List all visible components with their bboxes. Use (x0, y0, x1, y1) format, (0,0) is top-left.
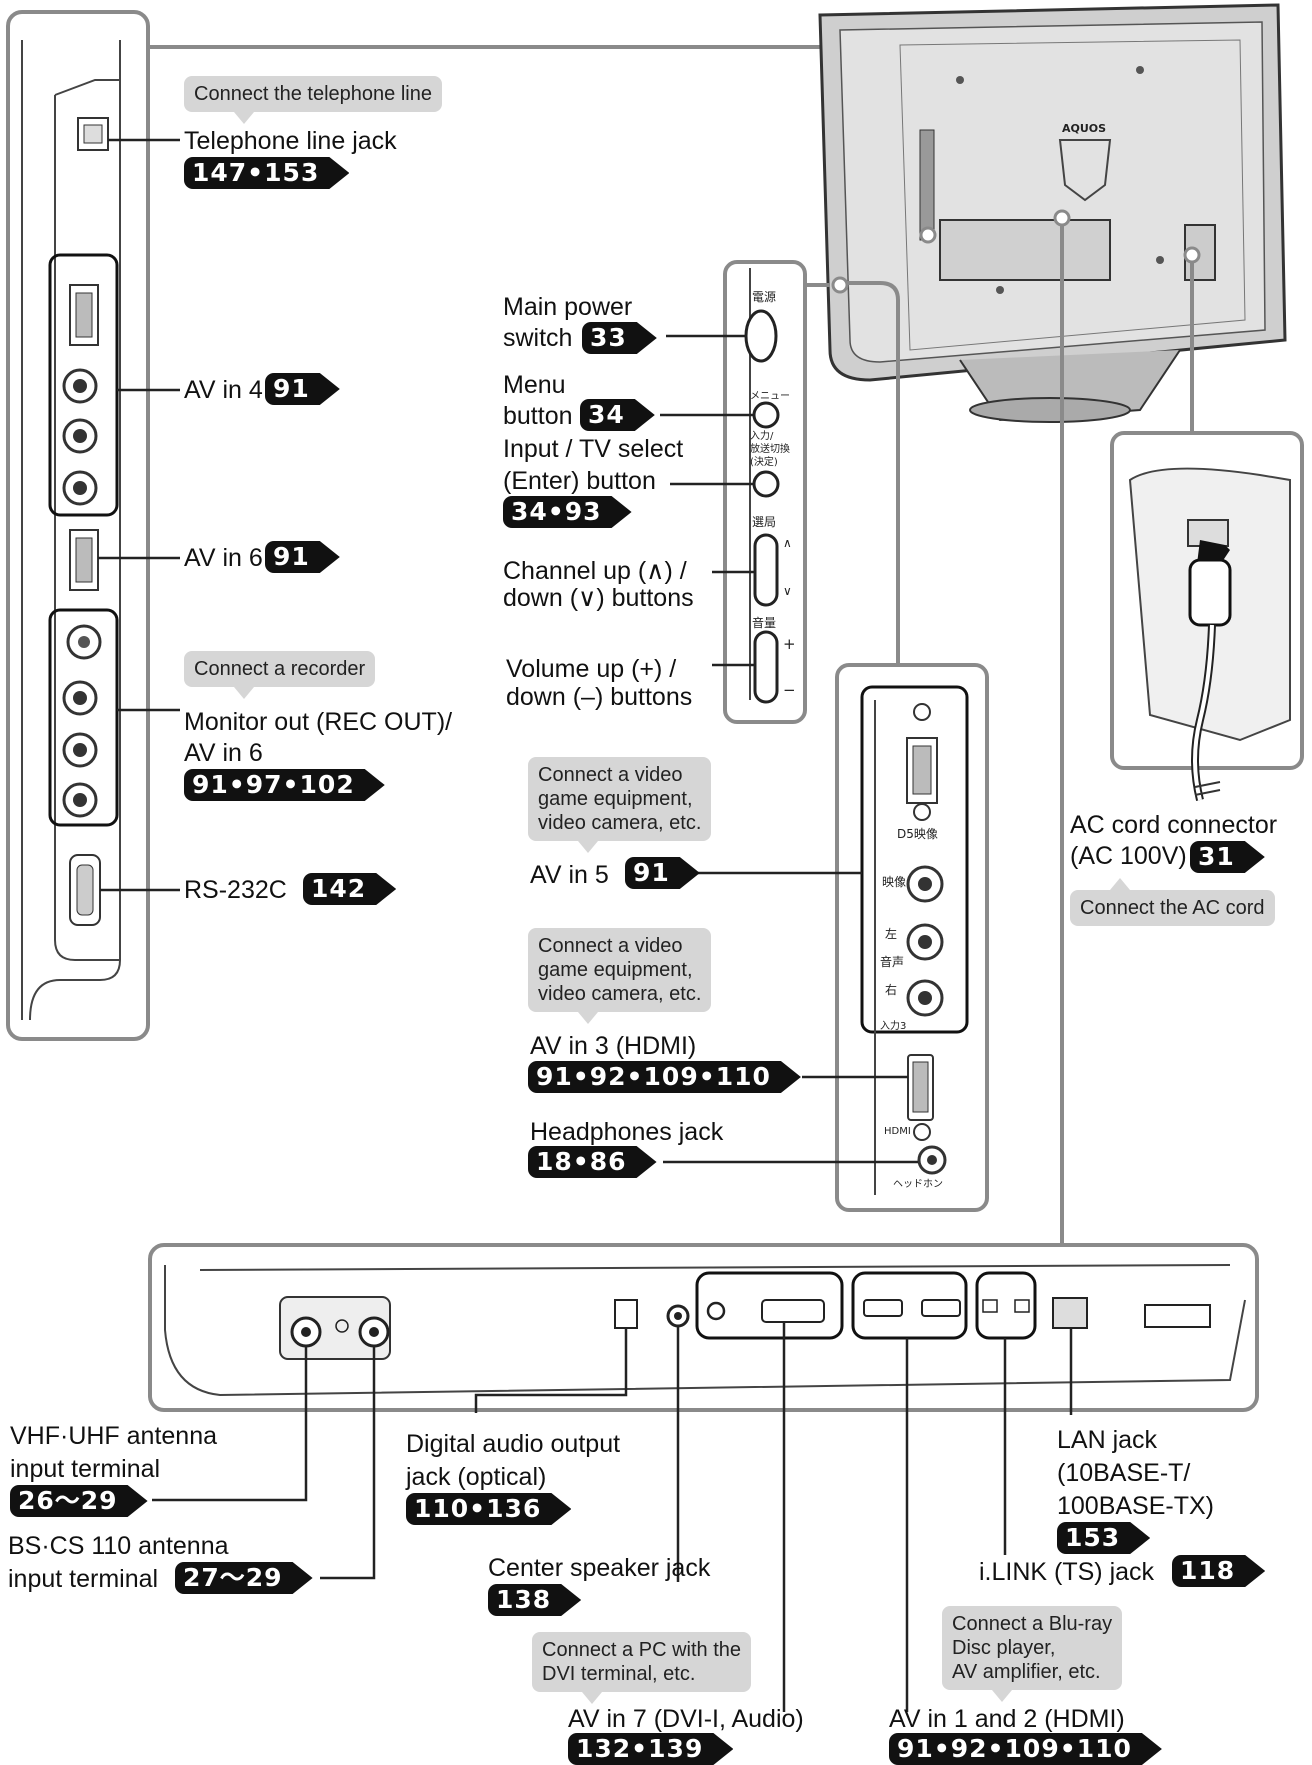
panel-headphone-text: ヘッドホン (893, 1178, 943, 1191)
label-main-power-1: Main power (503, 292, 632, 322)
page-ref-digital[interactable]: 110•136 (406, 1493, 571, 1525)
label-av5: AV in 5 (530, 860, 609, 890)
label-channel-2: down (∨) buttons (503, 583, 694, 613)
label-menu-2: button (503, 401, 573, 431)
label-bs-2: input terminal (8, 1564, 158, 1594)
panel-left-text: 左 (885, 928, 897, 941)
label-av6: AV in 6 (184, 543, 263, 573)
label-center: Center speaker jack (488, 1553, 710, 1583)
note-ac: Connect the AC cord (1070, 890, 1275, 926)
label-av7: AV in 7 (DVI-I, Audio) (568, 1704, 804, 1734)
note-game-2: Connect a video game equipment, video ca… (528, 928, 711, 1012)
label-vhf-1: VHF·UHF antenna (10, 1421, 217, 1451)
label-lan-3: 100BASE-TX) (1057, 1491, 1214, 1521)
label-vhf-2: input terminal (10, 1454, 160, 1484)
label-av12: AV in 1 and 2 (HDMI) (889, 1704, 1125, 1734)
panel-d5-text: D5映像 (897, 828, 938, 841)
page-ref-headphones[interactable]: 18•86 (528, 1146, 657, 1178)
label-ac-2: (AC 100V) (1070, 841, 1187, 871)
label-telephone-jack: Telephone line jack (184, 126, 397, 156)
page-ref-vhf[interactable]: 26〜29 (10, 1485, 148, 1517)
label-menu-1: Menu (503, 370, 566, 400)
label-volume-2: down (–) buttons (506, 682, 692, 712)
label-monitor-out-1: Monitor out (REC OUT)/ (184, 707, 452, 737)
panel-audio-text: 音声 (880, 956, 904, 969)
label-main-power-2: switch (503, 323, 572, 353)
label-input-1: Input / TV select (503, 434, 683, 464)
page-ref-av12[interactable]: 91•92•109•110 (889, 1733, 1162, 1765)
tv-brand-text: AQUOS (1062, 122, 1106, 135)
panel-volume-plus-text: + (783, 638, 796, 651)
label-lan-2: (10BASE-T/ (1057, 1458, 1190, 1488)
note-telephone: Connect the telephone line (184, 76, 442, 112)
main-power-button-shape (746, 311, 776, 361)
panel-channel-text: 選局 (752, 516, 776, 529)
label-headphones: Headphones jack (530, 1117, 723, 1147)
panel-input-text: 入力/ 放送切換 (決定) (750, 430, 790, 469)
label-digital-1: Digital audio output (406, 1429, 620, 1459)
panel-input3-text: 入力3 (880, 1020, 906, 1033)
panel-volume-minus-text: − (783, 684, 796, 697)
panel-channel-up-text: ∧ (783, 537, 792, 550)
panel-power-text: 電源 (752, 291, 776, 304)
label-rs232c: RS-232C (184, 875, 287, 905)
note-recorder: Connect a recorder (184, 651, 375, 687)
label-digital-2: jack (optical) (406, 1462, 546, 1492)
tv-back-illustration (820, 5, 1285, 422)
label-bs-1: BS·CS 110 antenna (8, 1531, 229, 1561)
label-monitor-out-2: AV in 6 (184, 738, 263, 768)
panel-menu-text: メニュー (750, 390, 790, 403)
page-ref-telephone[interactable]: 147•153 (184, 157, 349, 189)
note-game-1: Connect a video game equipment, video ca… (528, 757, 711, 841)
panel-video-text: 映像 (882, 876, 906, 889)
label-av4: AV in 4 (184, 375, 263, 405)
label-ac-1: AC cord connector (1070, 810, 1277, 840)
page-ref-bs[interactable]: 27〜29 (175, 1562, 313, 1594)
panel-right-text: 右 (885, 984, 897, 997)
label-av3: AV in 3 (HDMI) (530, 1031, 696, 1061)
panel-hdmi-text: HDMI (884, 1125, 911, 1138)
page-ref-monitor-out[interactable]: 91•97•102 (184, 769, 385, 801)
label-input-2: (Enter) button (503, 466, 656, 496)
page-ref-input[interactable]: 34•93 (503, 496, 632, 528)
label-channel-1: Channel up (∧) / (503, 556, 687, 586)
panel-channel-down-text: ∨ (783, 585, 792, 598)
label-volume-1: Volume up (+) / (506, 654, 676, 684)
label-lan-1: LAN jack (1057, 1425, 1157, 1455)
page-ref-av3[interactable]: 91•92•109•110 (528, 1061, 801, 1093)
page-ref-av7[interactable]: 132•139 (568, 1733, 733, 1765)
note-bluray: Connect a Blu-ray Disc player, AV amplif… (942, 1606, 1122, 1690)
panel-volume-text: 音量 (752, 617, 776, 630)
note-pc: Connect a PC with the DVI terminal, etc. (532, 1632, 751, 1692)
label-ilink: i.LINK (TS) jack (979, 1557, 1154, 1587)
